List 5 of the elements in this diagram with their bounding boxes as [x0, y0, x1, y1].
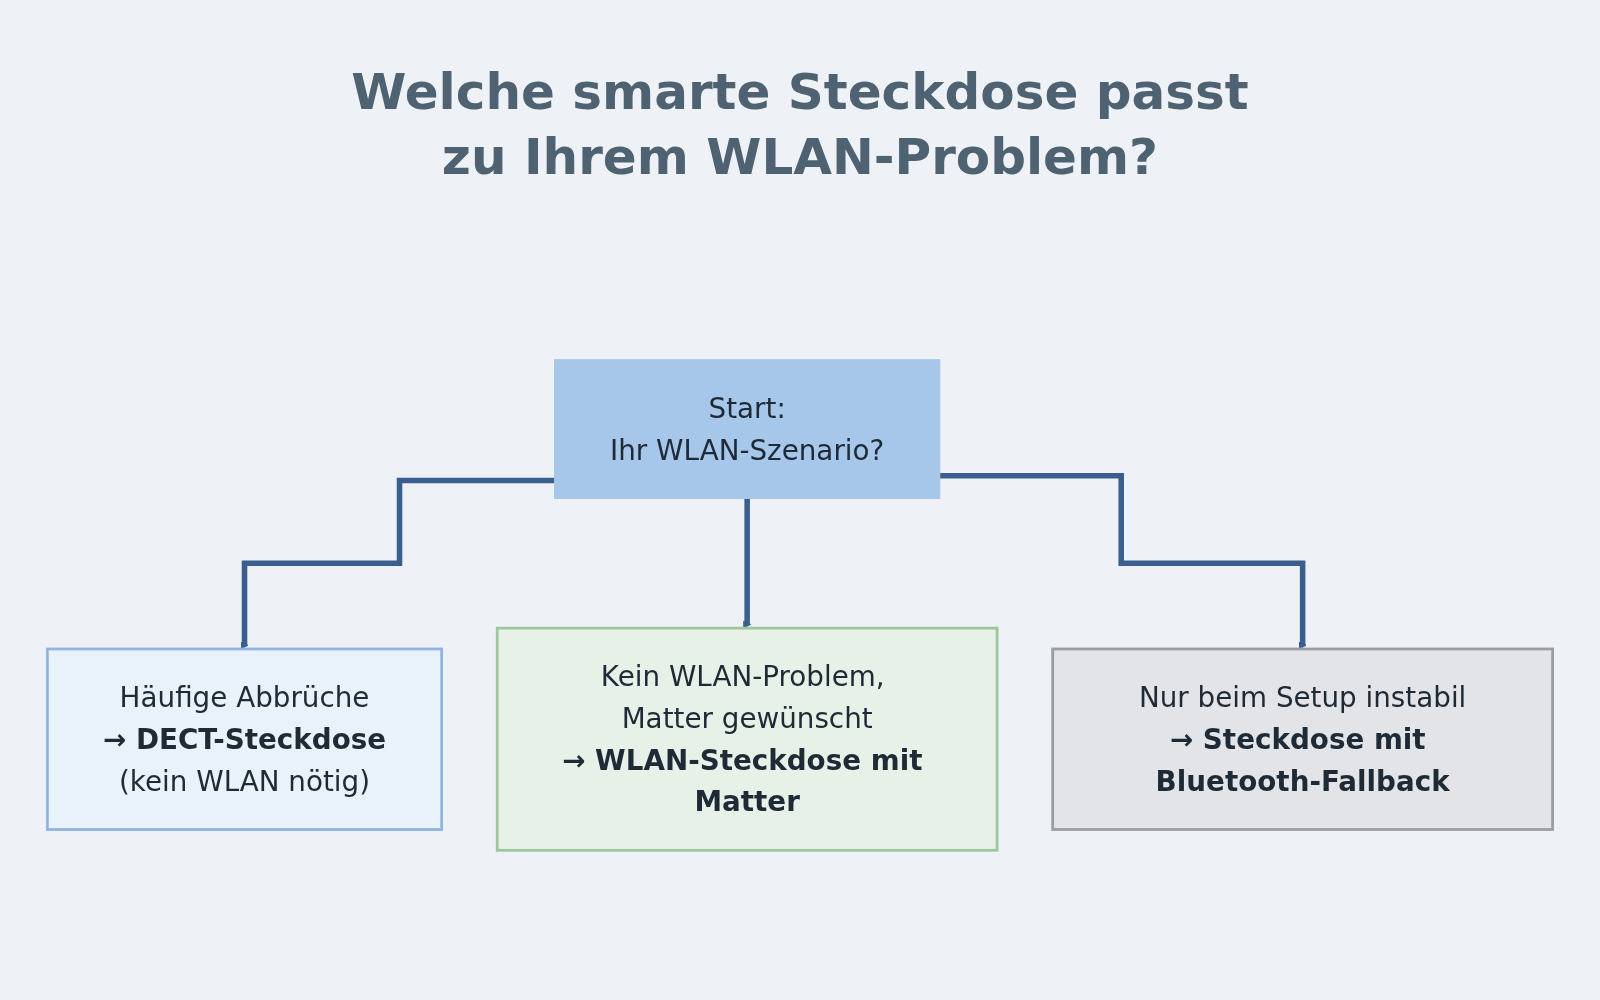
- node-box: Nur beim Setup instabil → Steckdose mit Bluetooth-Fallback: [1051, 647, 1554, 831]
- diagram-title: Welche smarte Steckdose passt zu Ihrem WLAN-Problem?: [350, 62, 1250, 188]
- node-box: Häufige Abbrüche → DECT-Steckdose (kein WLAN nötig): [46, 647, 444, 831]
- node-box: Start: Ihr WLAN-Szenario?: [554, 359, 941, 499]
- node-box: Kein WLAN-Problem, Matter gewünscht → WLAN-Steckdose mit Matter: [495, 626, 999, 852]
